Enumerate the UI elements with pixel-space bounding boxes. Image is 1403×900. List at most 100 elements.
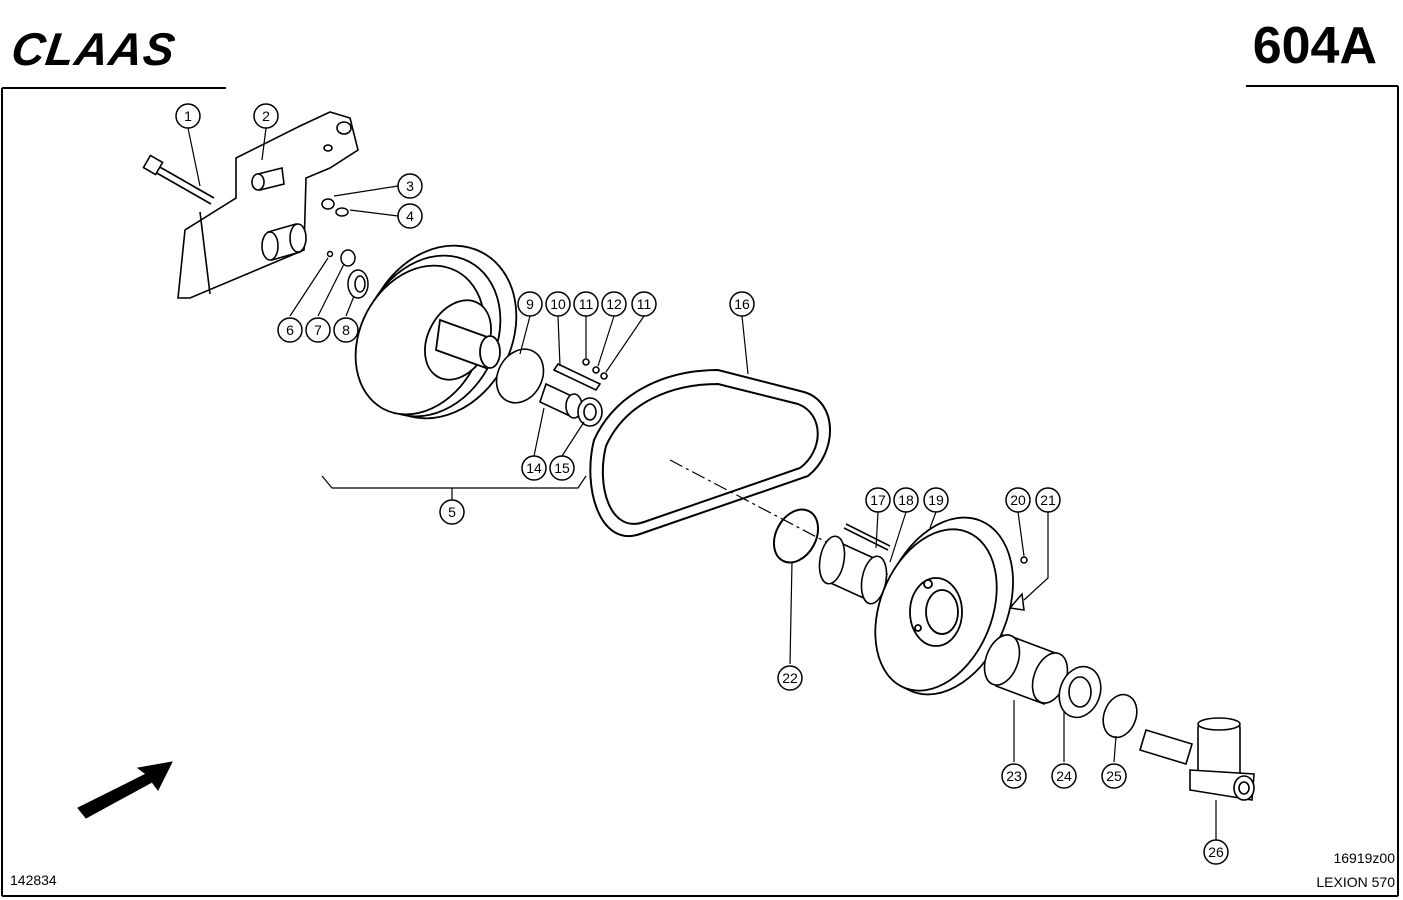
callout-24: 24	[1051, 763, 1077, 789]
callout-circle	[397, 203, 423, 229]
callout-label: 22	[782, 670, 798, 686]
callout-label: 20	[1010, 492, 1026, 508]
callout-1: 1	[175, 103, 201, 129]
callout-label: 11	[579, 296, 594, 312]
grease-nipple	[1020, 556, 1028, 564]
callout-circle	[175, 103, 201, 129]
leader-lines	[187, 127, 1217, 840]
footer-left-code: 142834	[10, 872, 57, 888]
callout-label: 25	[1106, 768, 1122, 784]
hydraulic-unit	[1139, 717, 1255, 801]
callout-circle	[549, 455, 575, 481]
callout-22: 22	[777, 665, 803, 691]
callout-label: 9	[526, 296, 534, 312]
callout-circle	[439, 499, 465, 525]
callout-13: 11	[631, 291, 657, 317]
callout-8: 8	[333, 317, 359, 343]
callout-circle	[521, 455, 547, 481]
callout-circle	[1051, 763, 1077, 789]
callout-20: 20	[1005, 487, 1031, 513]
callout-circle	[397, 173, 423, 199]
callout-circle	[253, 103, 279, 129]
callout-circle	[545, 291, 571, 317]
callout-label: 18	[898, 492, 914, 508]
callout-19: 19	[923, 487, 949, 513]
callout-label: 6	[286, 322, 294, 338]
callout-16: 16	[729, 291, 755, 317]
callout-circle	[305, 317, 331, 343]
callout-5: 5	[439, 499, 465, 525]
callout-21: 21	[1035, 487, 1061, 513]
callout-circle	[729, 291, 755, 317]
callout-label: 7	[314, 322, 322, 338]
callout-circle	[573, 291, 599, 317]
callout-23: 23	[1001, 763, 1027, 789]
callout-4: 4	[397, 203, 423, 229]
callout-circle	[893, 487, 919, 513]
snap-ring-22	[772, 508, 820, 564]
callout-circle	[1001, 763, 1027, 789]
callout-9: 9	[517, 291, 543, 317]
callout-2: 2	[253, 103, 279, 129]
footer-drawing-code: 16919z00	[1333, 850, 1395, 866]
callout-label: 24	[1056, 768, 1072, 784]
pulley-hardware	[495, 348, 608, 427]
large-pulley	[354, 244, 518, 420]
callout-label: 10	[550, 296, 566, 312]
bracket-part	[177, 111, 359, 299]
callout-label: 17	[870, 492, 886, 508]
callout-10: 10	[545, 291, 571, 317]
callout-circle	[631, 291, 657, 317]
callout-circle	[865, 487, 891, 513]
callout-circle	[601, 291, 627, 317]
callout-18: 18	[893, 487, 919, 513]
callout-circle	[517, 291, 543, 317]
callout-label: 3	[406, 178, 414, 194]
callout-circle	[1005, 487, 1031, 513]
bearing-set	[983, 634, 1138, 739]
callout-label: 8	[342, 322, 350, 338]
pointer-arrow-21	[1008, 592, 1025, 611]
callout-label: 12	[606, 296, 622, 312]
direction-arrow	[77, 761, 173, 819]
callout-12: 12	[601, 291, 627, 317]
callout-circle	[777, 665, 803, 691]
callout-circle	[1203, 839, 1229, 865]
footer-model: LEXION 570	[1316, 874, 1395, 890]
callout-label: 1	[184, 108, 192, 124]
driven-pulley	[874, 516, 1014, 696]
callout-7: 7	[305, 317, 331, 343]
small-fasteners	[321, 198, 369, 299]
callout-label: 15	[554, 460, 570, 476]
callout-circle	[923, 487, 949, 513]
bolt-part	[142, 154, 215, 205]
callout-15: 15	[549, 455, 575, 481]
sheet-number: 604A	[1252, 17, 1377, 75]
callout-circle	[1101, 763, 1127, 789]
callout-circle	[333, 317, 359, 343]
callout-label: 26	[1208, 844, 1224, 860]
frame	[1, 85, 1399, 897]
callout-label: 11	[637, 296, 652, 312]
callout-label: 14	[526, 460, 542, 476]
callout-circle	[1035, 487, 1061, 513]
callout-label: 23	[1006, 768, 1022, 784]
callout-label: 21	[1040, 492, 1056, 508]
callout-25: 25	[1101, 763, 1127, 789]
callout-3: 3	[397, 173, 423, 199]
callout-label: 2	[262, 108, 270, 124]
callout-label: 5	[448, 504, 456, 520]
callout-label: 19	[928, 492, 944, 508]
callout-label: 4	[406, 208, 414, 224]
callout-label: 16	[734, 296, 750, 312]
callout-26: 26	[1203, 839, 1229, 865]
callout-circle	[277, 317, 303, 343]
callout-6: 6	[277, 317, 303, 343]
callout-11: 11	[573, 291, 599, 317]
callout-17: 17	[865, 487, 891, 513]
v-belt	[589, 368, 831, 537]
sleeve-part	[818, 523, 891, 605]
